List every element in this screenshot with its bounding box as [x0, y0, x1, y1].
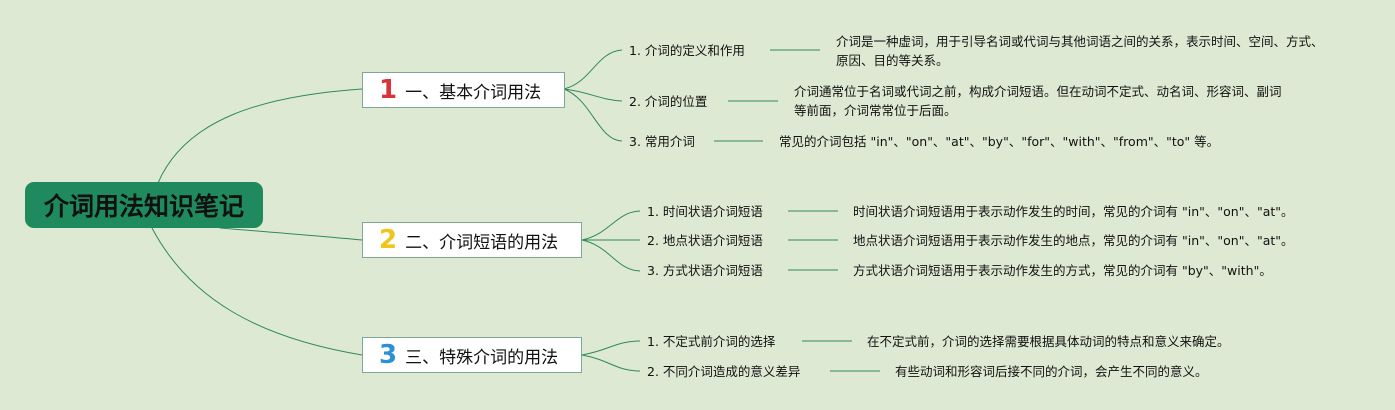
- b3-sub-2[interactable]: 2. 不同介词造成的意义差异: [647, 364, 801, 379]
- number-2-icon: 2: [379, 225, 398, 255]
- b3-leaf-1: 在不定式前，介词的选择需要根据具体动词的特点和意义来确定。: [867, 334, 1230, 349]
- number-3-icon: 3: [379, 340, 398, 370]
- b3-leaf-2: 有些动词和形容词后接不同的介词，会产生不同的意义。: [895, 364, 1208, 379]
- b1-link-3: [563, 88, 623, 142]
- b2-leaf-2: 地点状语介词短语用于表示动作发生的地点，常见的介词有 "in"、"on"、"at…: [853, 233, 1294, 248]
- b1-sub-3[interactable]: 3. 常用介词: [629, 134, 695, 149]
- branch-label-3: 三、特殊介词的用法: [405, 347, 559, 368]
- branch-label-1: 一、基本介词用法: [405, 82, 542, 103]
- branch-label-2: 二、介词短语的用法: [405, 232, 559, 253]
- b1-sub-2[interactable]: 2. 介词的位置: [629, 94, 708, 109]
- root-link-2: [219, 227, 363, 241]
- root-link-3: [151, 227, 363, 356]
- b2-sub-2[interactable]: 2. 地点状语介词短语: [647, 233, 763, 248]
- b3-link-1: [581, 340, 641, 356]
- number-1-icon: 1: [379, 75, 398, 105]
- b1-link-1: [563, 49, 623, 90]
- root-link-1: [157, 88, 363, 184]
- b2-leaf-1: 时间状语介词短语用于表示动作发生的时间，常见的介词有 "in"、"on"、"at…: [853, 204, 1294, 219]
- root-node[interactable]: 介词用法知识笔记: [25, 182, 263, 228]
- b2-link-1: [581, 210, 641, 241]
- b3-link-2: [581, 354, 641, 372]
- b1-leaf-2: 介词通常位于名词或代词之前，构成介词短语。但在动词不定式、动名词、形容词、副词等…: [794, 84, 1282, 118]
- b2-sub-3[interactable]: 3. 方式状语介词短语: [647, 263, 763, 278]
- branch-node-2[interactable]: 2 二、介词短语的用法: [362, 222, 582, 258]
- branch-node-1[interactable]: 1 一、基本介词用法: [362, 72, 565, 108]
- b2-leaf-3: 方式状语介词短语用于表示动作发生的方式，常见的介词有 "by"、"with"。: [853, 263, 1272, 278]
- b2-sub-1[interactable]: 1. 时间状语介词短语: [647, 204, 763, 219]
- b3-sub-1[interactable]: 1. 不定式前介词的选择: [647, 334, 776, 349]
- root-title: 介词用法知识笔记: [43, 192, 244, 221]
- b2-link-3: [581, 239, 641, 272]
- b1-leaf-1: 介词是一种虚词，用于引导名词或代词与其他词语之间的关系，表示时间、空间、方式、原…: [836, 34, 1324, 68]
- b1-link-2: [563, 88, 623, 102]
- b1-sub-1[interactable]: 1. 介词的定义和作用: [629, 43, 745, 58]
- branch-node-3[interactable]: 3 三、特殊介词的用法: [362, 337, 582, 373]
- b1-leaf-3: 常见的介词包括 "in"、"on"、"at"、"by"、"for"、"with"…: [779, 134, 1220, 149]
